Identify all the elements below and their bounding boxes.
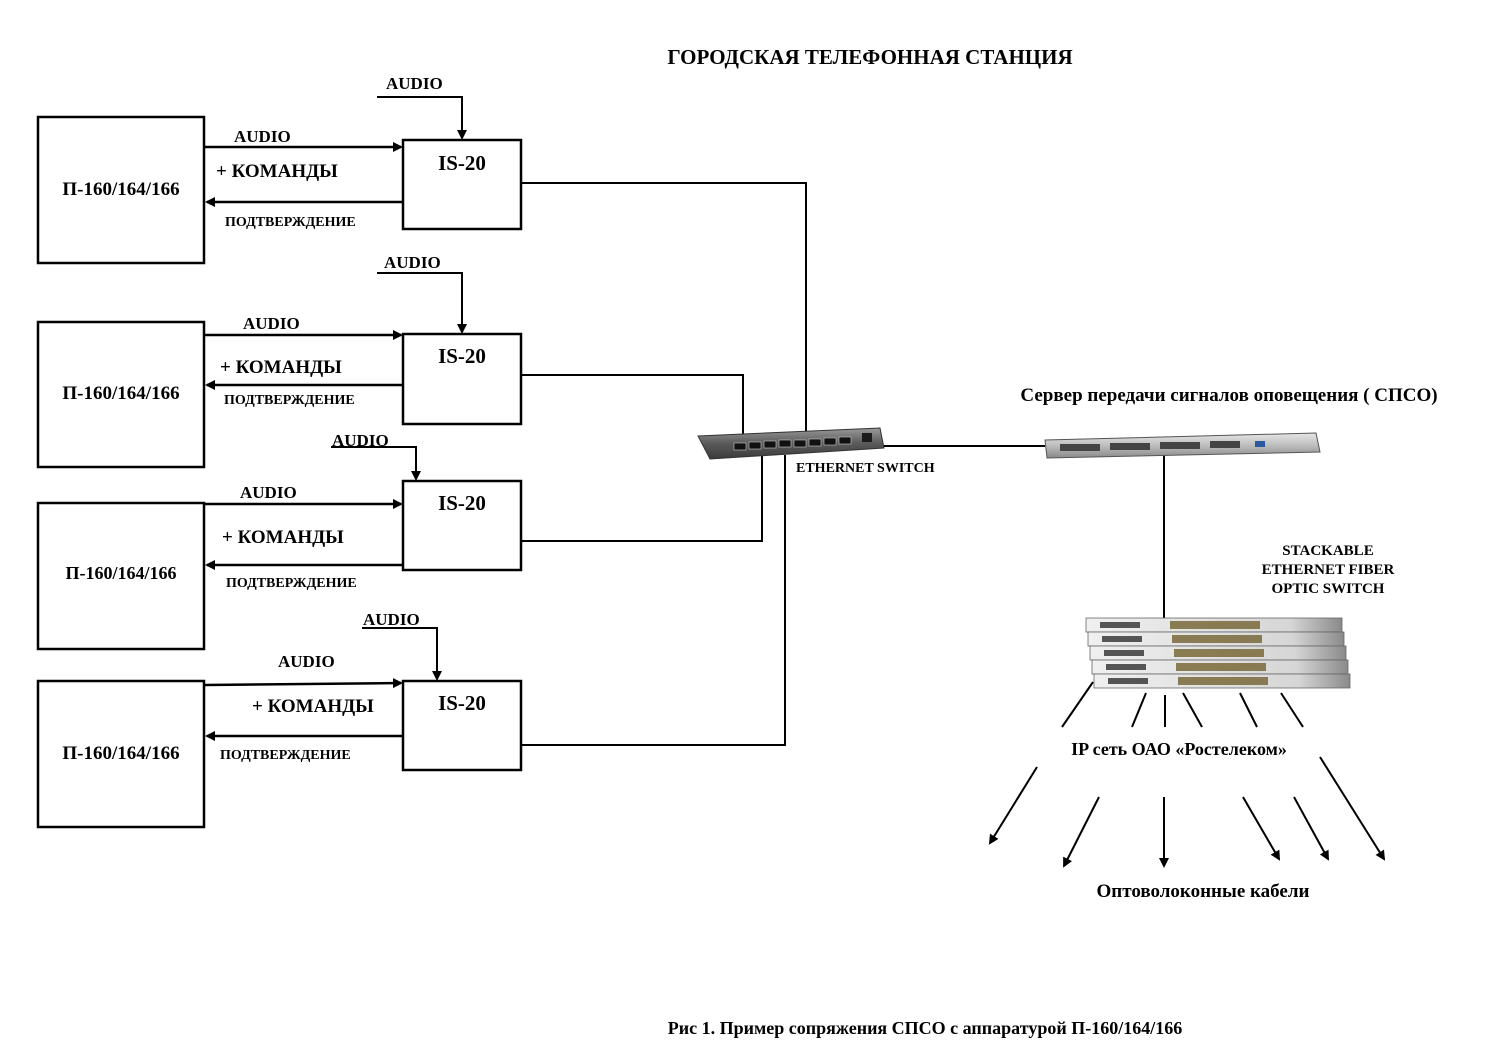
audio-input-arrow (377, 96, 467, 140)
audio-input-label: AUDIO (386, 74, 443, 93)
link-is20-3 (521, 455, 763, 542)
device-box (36, 320, 206, 469)
row-2: П-160/164/166 IS-20 AUDIO AUDIO + КОМАНД… (36, 253, 523, 469)
network: IP сеть ОАО «Ростелеком» (1061, 681, 1304, 759)
switch-links (521, 182, 1165, 746)
figure-caption: Рис 1. Пример сопряжения СПСО с аппарату… (668, 1018, 1182, 1038)
audio-label: AUDIO (240, 483, 297, 502)
is20-label: IS-20 (438, 691, 486, 715)
fiber-switch-stack (1085, 617, 1351, 689)
is20-box (401, 332, 523, 426)
device-box (36, 501, 206, 651)
commands-label: + КОМАНДЫ (252, 696, 374, 717)
link-is20-2 (521, 374, 744, 440)
audio-input-arrow (331, 446, 421, 481)
switch-label: ETHERNET SWITCH (796, 461, 935, 476)
is20-label: IS-20 (438, 344, 486, 368)
is20-label: IS-20 (438, 151, 486, 175)
commands-label: + КОМАНДЫ (216, 161, 338, 182)
is20-box (401, 479, 523, 572)
diagram-title: ГОРОДСКАЯ ТЕЛЕФОННАЯ СТАНЦИЯ (667, 45, 1072, 69)
audio-arrow (204, 678, 403, 689)
switch-ports (733, 436, 852, 451)
audio-input-arrow (362, 627, 442, 681)
audio-label: AUDIO (278, 652, 335, 671)
server-label: Сервер передачи сигналов оповещения ( СП… (1020, 385, 1437, 406)
device-label: П-160/164/166 (62, 179, 179, 200)
link-is20-4 (521, 455, 786, 746)
audio-label: AUDIO (243, 314, 300, 333)
confirm-label: ПОДТВЕРЖДЕНИЕ (225, 215, 356, 230)
network-label: IP сеть ОАО «Ростелеком» (1071, 739, 1287, 759)
device-label: П-160/164/166 (62, 743, 179, 764)
audio-input-label: AUDIO (363, 610, 420, 629)
server: Сервер передачи сигналов оповещения ( СП… (1020, 385, 1438, 459)
ethernet-switch: ETHERNET SWITCH (697, 427, 935, 476)
device-label: П-160/164/166 (66, 563, 177, 583)
is20-box (401, 679, 523, 772)
commands-label: + КОМАНДЫ (222, 527, 344, 548)
fiber-switch: STACKABLE ETHERNET FIBER OPTIC SWITCH (1085, 543, 1395, 689)
audio-input-label: AUDIO (384, 253, 441, 272)
row-4: П-160/164/166 IS-20 AUDIO AUDIO + КОМАНД… (36, 610, 523, 829)
audio-label: AUDIO (234, 127, 291, 146)
confirm-label: ПОДТВЕРЖДЕНИЕ (226, 576, 357, 591)
row-1: П-160/164/166 IS-20 AUDIO AUDIO + КОМАНД… (36, 74, 523, 265)
device-box (36, 115, 206, 265)
audio-input-arrow (377, 272, 467, 334)
row-3: П-160/164/166 IS-20 AUDIO AUDIO + КОМАНД… (36, 431, 523, 651)
device-box (36, 679, 206, 829)
fiber-label-line-1: STACKABLE (1282, 543, 1373, 559)
cables-label: Оптоволоконные кабели (1097, 881, 1310, 902)
is20-label: IS-20 (438, 491, 486, 515)
device-label: П-160/164/166 (62, 383, 179, 404)
fiber-label-line-3: OPTIC SWITCH (1272, 581, 1385, 597)
link-is20-1 (521, 182, 807, 440)
confirm-label: ПОДТВЕРЖДЕНИЕ (220, 748, 351, 763)
is20-box (401, 138, 523, 231)
fiber-cables: Оптоволоконные кабели (988, 756, 1386, 902)
audio-input-label: AUDIO (332, 431, 389, 450)
fiber-label-line-2: ETHERNET FIBER (1262, 562, 1395, 578)
confirm-label: ПОДТВЕРЖДЕНИЕ (224, 393, 355, 408)
commands-label: + КОМАНДЫ (220, 357, 342, 378)
